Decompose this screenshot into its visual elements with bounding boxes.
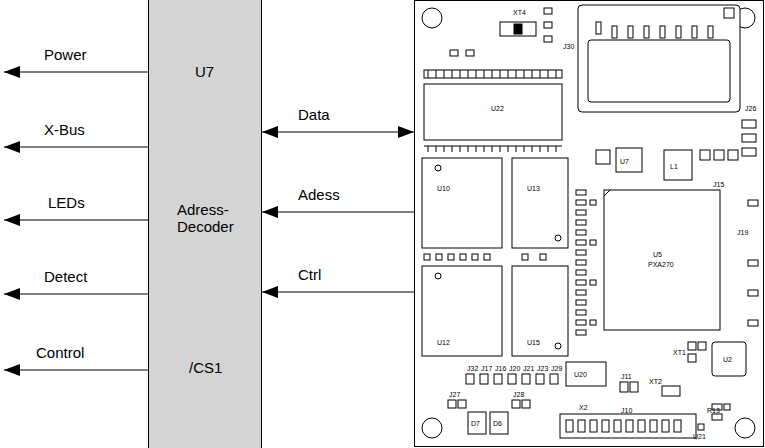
board-parts: [422, 5, 758, 438]
chip-label: U2: [723, 356, 732, 364]
decoder-block: U7Adress- Decoder/CS1: [148, 0, 262, 448]
chip-label: U7: [620, 158, 629, 166]
chip-label: U12: [437, 339, 450, 347]
chip-label: J10: [621, 407, 632, 415]
chip-label: J29: [551, 365, 562, 373]
chip-label: U10: [437, 185, 450, 193]
chip-label: J28: [513, 391, 524, 399]
chip-label: U20: [574, 371, 587, 379]
chip-label: J19: [737, 229, 748, 237]
chip-label: J20: [509, 365, 520, 373]
bus-label: Adess: [296, 186, 342, 203]
chip-label: R13: [707, 407, 720, 415]
chip-label: U5: [653, 251, 662, 259]
bus-arrow: [262, 211, 414, 212]
chip-label: XT4: [513, 9, 526, 17]
chip-label: J23: [537, 365, 548, 373]
bus-label: Data: [296, 106, 332, 123]
chip-label: J17: [481, 365, 492, 373]
decoder-fill: [148, 0, 262, 448]
cpu-board: XT4J30U22U10U13U7L1J15J26U5PXA270J19U12U…: [414, 0, 764, 447]
signal-label: LEDs: [48, 194, 85, 211]
bus-arrow: [262, 291, 414, 292]
chip-label: XT2: [649, 378, 662, 386]
chip-label: D6: [493, 420, 502, 428]
block-label: U7: [195, 63, 214, 80]
chip-label: U21: [693, 433, 706, 441]
block-label: Adress- Decoder: [177, 201, 257, 236]
chip-label: J21: [523, 365, 534, 373]
chip-label: J26: [745, 105, 756, 113]
block-label: /CS1: [189, 359, 222, 376]
chip-label: J30: [563, 43, 574, 51]
chip-label: J11: [621, 373, 632, 381]
chip-label: J16: [495, 365, 506, 373]
chip-label: J15: [713, 181, 724, 189]
signal-label: Control: [36, 344, 84, 361]
chip-label: J32: [467, 365, 478, 373]
chip-label: L1: [670, 163, 678, 171]
signal-label: Detect: [44, 268, 87, 285]
chip-label: U15: [527, 339, 540, 347]
chip-label: X2: [579, 404, 588, 412]
chip-label: U13: [527, 185, 540, 193]
bus-label: Ctrl: [296, 266, 323, 283]
chip-label: J27: [449, 391, 460, 399]
chip-label: XT1: [673, 349, 686, 357]
signal-arrows: [4, 72, 148, 370]
chip-label: U22: [491, 105, 504, 113]
chip-label: D7: [471, 420, 480, 428]
signal-label: Power: [44, 46, 87, 63]
chip-label: PXA270: [648, 261, 674, 269]
signal-label: X-Bus: [44, 121, 85, 138]
bus-arrow: [262, 131, 414, 132]
